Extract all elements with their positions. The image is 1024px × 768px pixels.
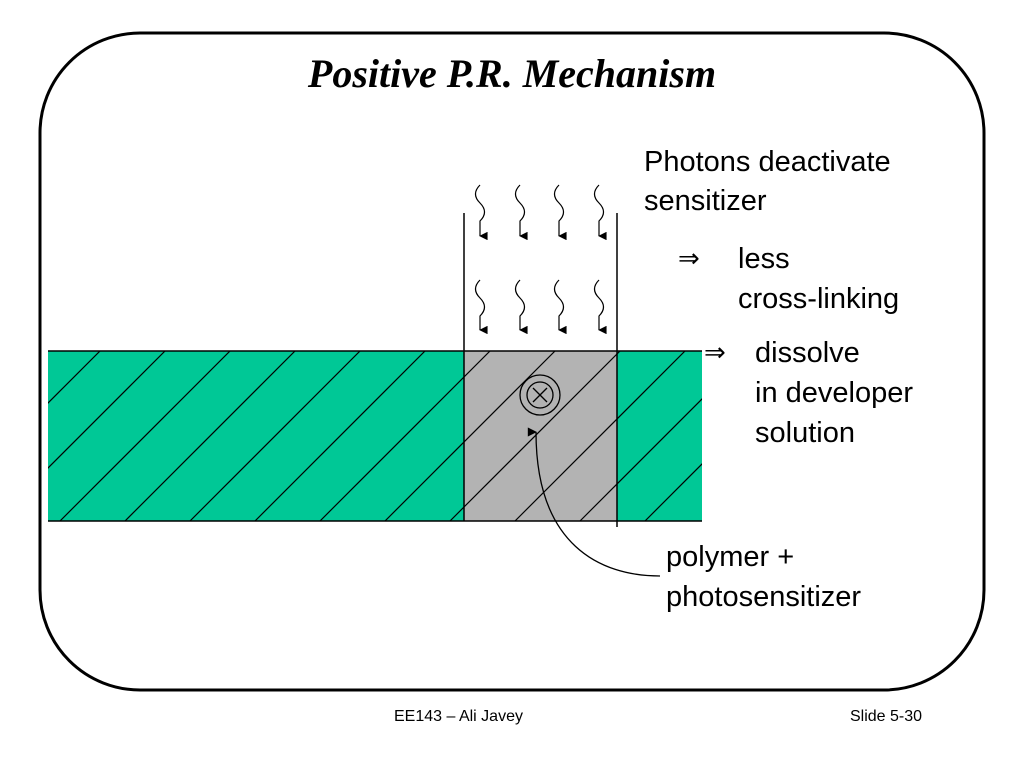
annotation-line-1: Photons deactivate [644, 146, 891, 178]
photon-icon [474, 184, 488, 241]
photon-icon [593, 279, 607, 335]
label-leader-arrow [527, 427, 661, 577]
page-title: Positive P.R. Mechanism [307, 51, 717, 96]
photon-icon [514, 184, 528, 241]
molecule-icon [519, 374, 561, 416]
result-1-line-1: less [738, 243, 790, 275]
result-1-line-2: cross-linking [738, 283, 900, 315]
photon-icon [593, 184, 607, 241]
slide-border [38, 31, 986, 692]
implies-arrow-icon: ⇒ [704, 338, 726, 368]
photon-arrows-row-1 [474, 184, 607, 241]
material-label-line-1: polymer + [666, 541, 795, 573]
photon-arrows-row-2 [474, 279, 607, 335]
result-2-line-2: in developer [755, 377, 913, 409]
result-2-line-1: dissolve [755, 337, 860, 369]
photon-icon [553, 279, 567, 335]
hatch-lines [48, 351, 702, 521]
photon-icon [474, 279, 488, 335]
result-2-line-3: solution [755, 417, 855, 449]
material-label-line-2: photosensitizer [666, 581, 862, 613]
photon-icon [514, 279, 528, 335]
photon-icon [553, 184, 567, 241]
footer-slide-number: Slide 5-30 [850, 708, 923, 725]
footer-author: EE143 – Ali Javey [394, 708, 523, 725]
annotation-line-2: sensitizer [644, 185, 767, 217]
implies-arrow-icon: ⇒ [678, 244, 700, 274]
